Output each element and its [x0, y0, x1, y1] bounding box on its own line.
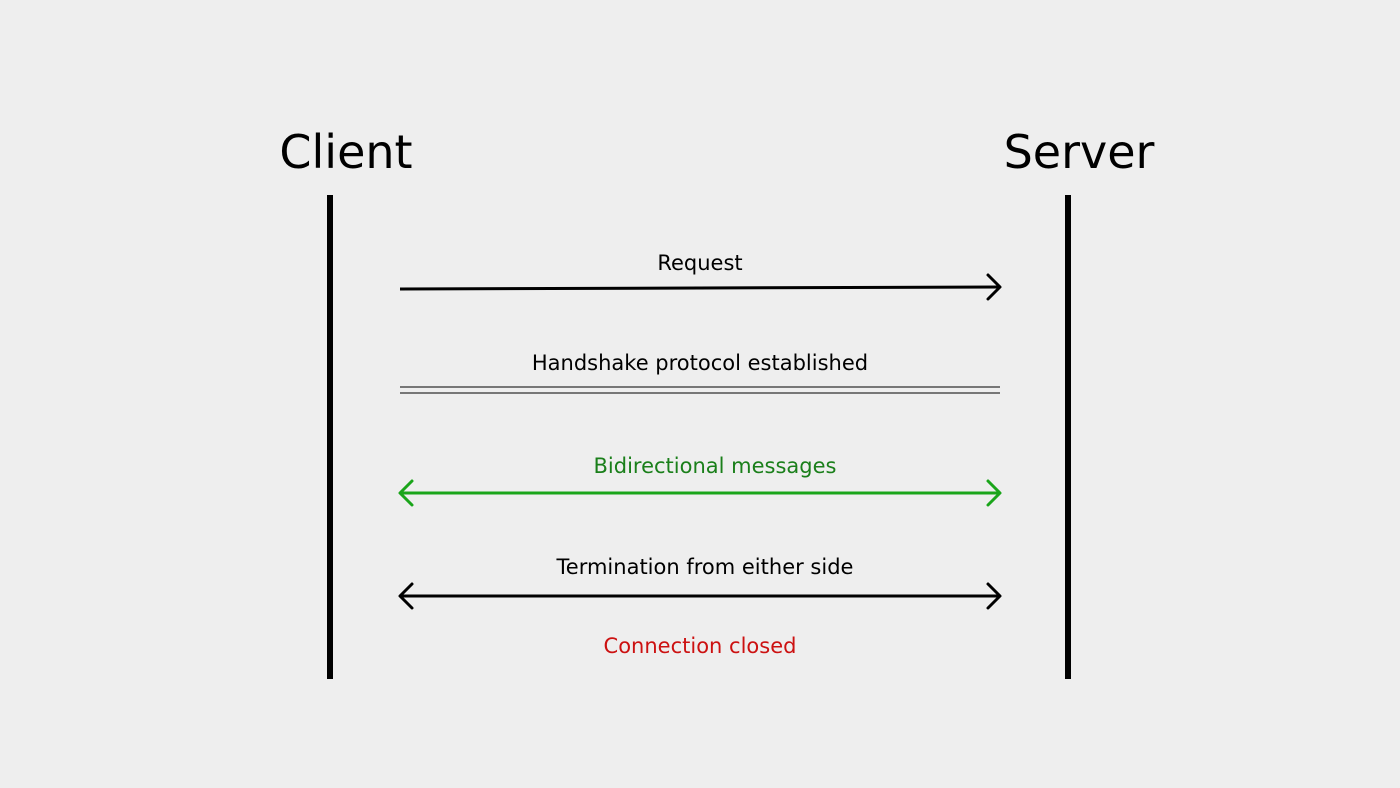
- bidirectional-arrow: [398, 479, 1002, 507]
- termination-label: Termination from either side: [556, 555, 854, 579]
- request-arrow: [399, 273, 1002, 301]
- bidirectional-label: Bidirectional messages: [594, 454, 837, 478]
- termination-arrow: [398, 582, 1002, 610]
- handshake-label: Handshake protocol established: [532, 351, 868, 375]
- connection-closed-label: Connection closed: [604, 634, 797, 658]
- request-label: Request: [657, 251, 742, 275]
- server-label: Server: [1004, 125, 1155, 179]
- client-label: Client: [279, 125, 412, 179]
- handshake-double-line: [400, 386, 1000, 394]
